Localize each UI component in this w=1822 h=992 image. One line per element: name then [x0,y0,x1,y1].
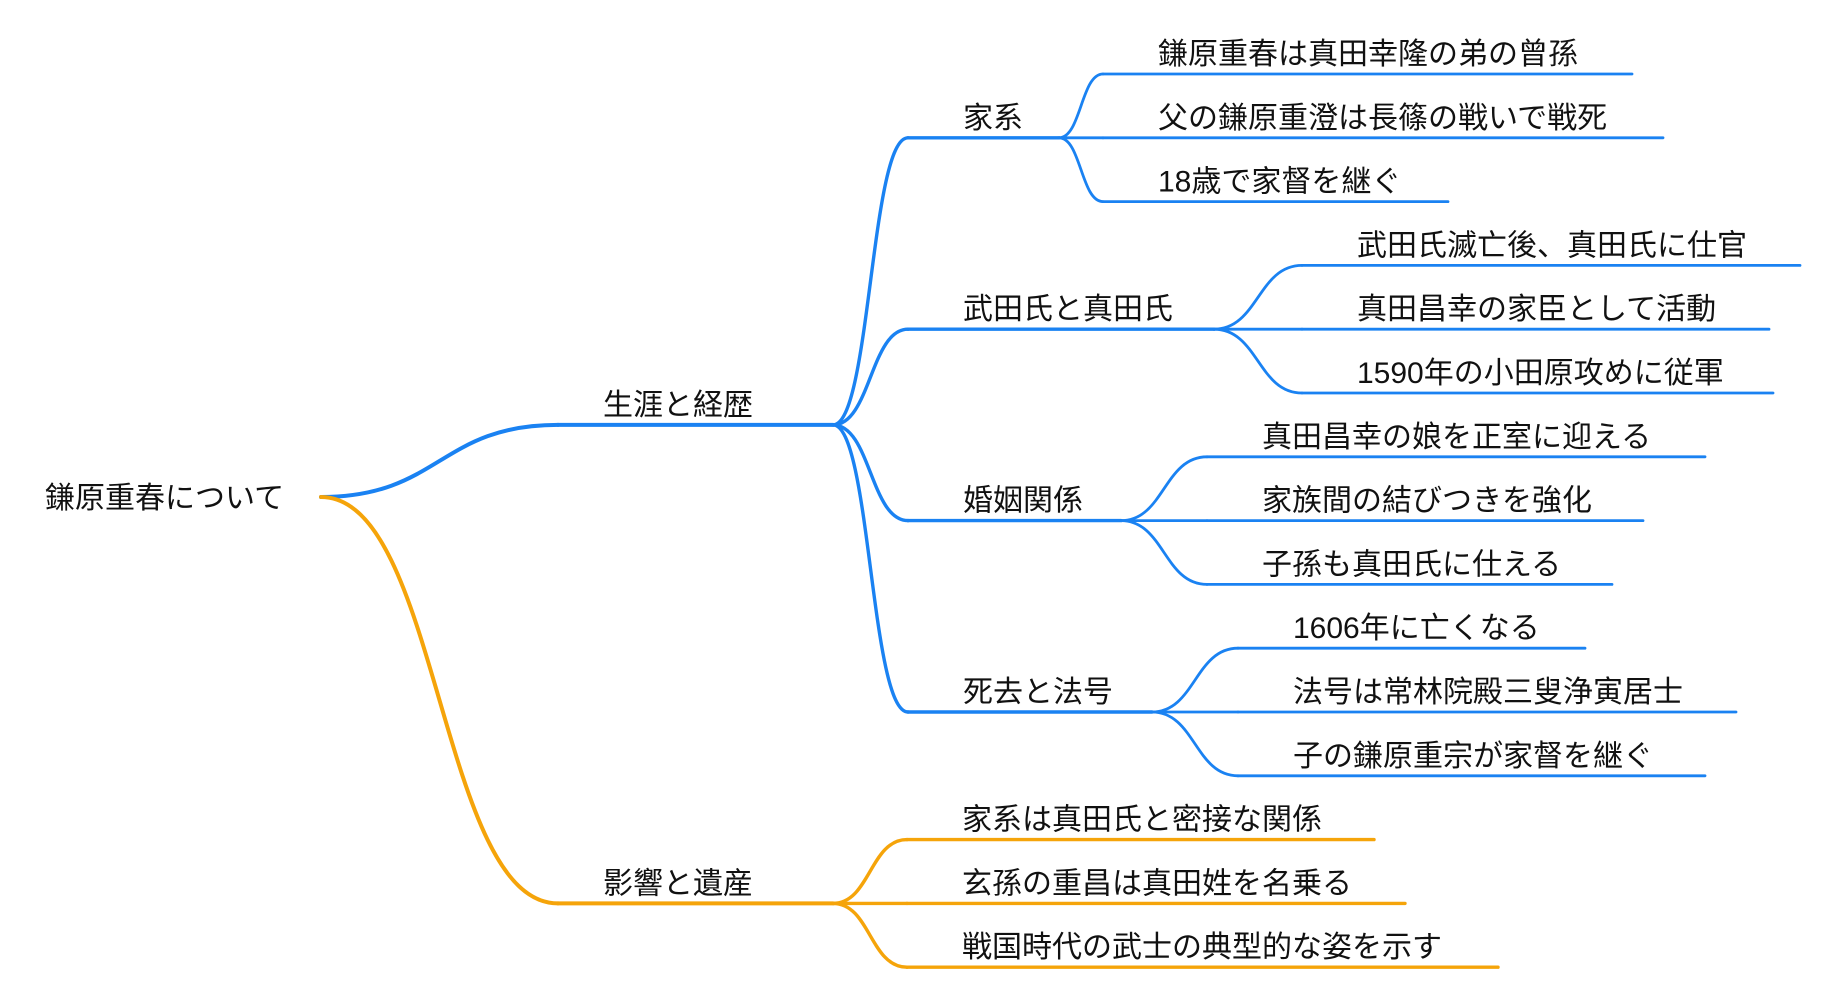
mindmap-node-label[interactable]: 家系 [963,102,1023,135]
mindmap-node-label[interactable]: 家系は真田氏と密接な関係 [962,804,1322,837]
mindmap-node-label[interactable]: 生涯と経歴 [603,389,753,422]
branch-link [1150,646,1240,714]
mindmap-node-label[interactable]: 武田氏と真田氏 [963,293,1173,326]
mindmap-node-label[interactable]: 1606年に亡くなる [1293,612,1540,645]
mindmap-node-label[interactable]: 法号は常林院殿三叟浄寅居士 [1293,676,1683,709]
branch-link [831,837,909,906]
branch-link [1119,519,1209,586]
mindmap-node-label[interactable]: 父の鎌原重澄は長篠の戦いで戦死 [1158,102,1607,135]
mindmap-node-label[interactable]: 子の鎌原重宗が家督を継ぐ [1293,740,1653,773]
branch-link [319,495,560,906]
mindmap-node-label[interactable]: 死去と法号 [963,676,1113,709]
mindmap-root-label[interactable]: 鎌原重春について [45,482,284,515]
branch-link [831,423,910,714]
mindmap-node-label[interactable]: 玄孫の重昌は真田姓を名乗る [962,867,1352,900]
mindmap-node-label[interactable]: 1590年の小田原攻めに従軍 [1357,357,1724,390]
branch-link [831,136,910,427]
branch-link [831,423,910,523]
mindmap-node-label[interactable]: 影響と遺産 [603,867,753,900]
mindmap-node-label[interactable]: 真田昌幸の家臣として活動 [1357,293,1716,326]
branch-link [1057,72,1105,140]
branch-link [1212,327,1304,395]
branch-link [1212,264,1304,331]
mindmap-node-label[interactable]: 18歳で家督を継ぐ [1158,166,1401,199]
branch-link [831,901,909,969]
mindmap-node-label[interactable]: 戦国時代の武士の典型的な姿を示す [962,931,1442,964]
mindmap-node-label[interactable]: 真田昌幸の娘を正室に迎える [1262,421,1651,454]
branch-link [1057,136,1105,203]
branch-link [831,327,910,427]
mindmap-node-label[interactable]: 子孫も真田氏に仕える [1262,548,1561,581]
branch-link [319,422,560,499]
mindmap-node-label[interactable]: 婚姻関係 [963,485,1083,518]
mindmap-node-label[interactable]: 家族間の結びつきを強化 [1262,485,1592,518]
branch-link [1150,710,1240,778]
branch-link [1119,455,1209,522]
mindmap-node-label[interactable]: 鎌原重春は真田幸隆の弟の曾孫 [1158,38,1578,71]
mindmap-node-label[interactable]: 武田氏滅亡後、真田氏に仕官 [1357,229,1747,262]
